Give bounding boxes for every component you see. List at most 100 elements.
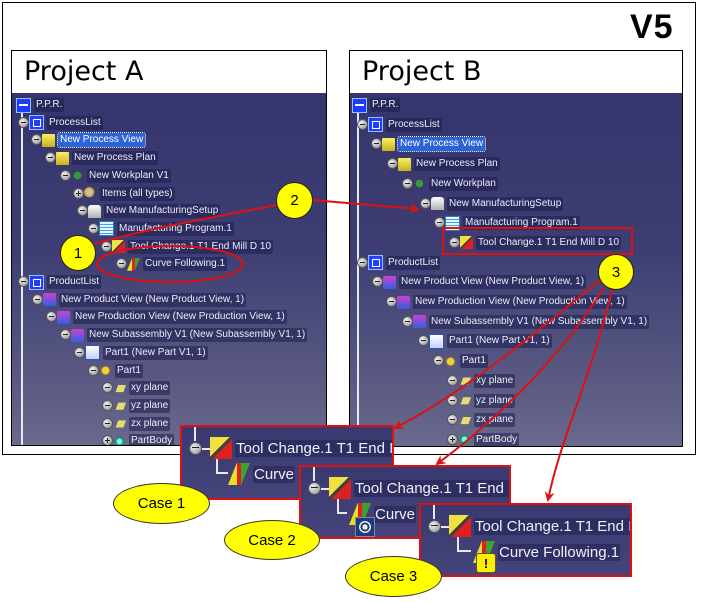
tree-node[interactable]: New Process Plan xyxy=(56,150,158,166)
expand-collapse-knob[interactable] xyxy=(19,117,28,127)
tree-node[interactable]: Curve Following.1 xyxy=(127,256,228,272)
tree-node-label[interactable]: Part1 (New Part V1, 1) xyxy=(447,334,552,349)
expand-collapse-knob[interactable] xyxy=(388,159,397,169)
expand-collapse-knob[interactable] xyxy=(103,383,112,393)
tree-node-label[interactable]: New Product View (New Product View, 1) xyxy=(399,275,587,290)
tree-node-label[interactable]: New Subassembly V1 (New Subassembly V1, … xyxy=(429,314,650,329)
tree-node-label[interactable]: Part1 (New Part V1, 1) xyxy=(103,345,208,360)
expand-collapse-knob[interactable] xyxy=(103,400,112,410)
tree-node[interactable]: Part1 (New Part V1, 1) xyxy=(429,333,552,349)
case-2-tool-change-row[interactable]: Tool Change.1 T1 End I xyxy=(329,477,509,499)
tree-node-label[interactable]: zx plane xyxy=(129,416,171,431)
tree-node-label[interactable]: Tool Change.1 T1 End Mill D 10 xyxy=(476,235,622,250)
tree-node[interactable]: ProductList xyxy=(29,274,102,290)
collapse-knob[interactable] xyxy=(429,521,440,532)
tree-node-label[interactable]: New ManufacturingSetup xyxy=(104,204,221,219)
case-3-operation-row[interactable]: Curve Following.1 xyxy=(473,541,621,563)
tree-node[interactable]: New Subassembly V1 (New Subassembly V1, … xyxy=(71,327,308,343)
tree-node[interactable]: New ManufacturingSetup xyxy=(88,203,221,219)
tree-node-label[interactable]: ProcessList xyxy=(386,117,442,132)
expand-collapse-knob[interactable] xyxy=(387,297,396,306)
expand-collapse-knob[interactable] xyxy=(61,170,70,180)
expand-collapse-knob[interactable] xyxy=(89,365,98,375)
tree-node[interactable]: New Production View (New Production View… xyxy=(57,309,287,325)
tree-node[interactable]: yz plane xyxy=(458,393,516,409)
expand-collapse-knob[interactable] xyxy=(435,218,444,228)
tree-node[interactable]: Items (all types) xyxy=(84,186,175,202)
tree-node[interactable]: zx plane xyxy=(113,416,171,432)
expand-collapse-knob[interactable] xyxy=(450,237,459,247)
expand-collapse-knob[interactable] xyxy=(358,257,367,267)
tree-node-label[interactable]: New Workplan xyxy=(429,176,498,191)
tree-node[interactable]: New Product View (New Product View, 1) xyxy=(43,292,247,308)
expand-collapse-knob[interactable] xyxy=(373,277,382,287)
tree-node[interactable]: New Workplan xyxy=(413,176,498,192)
expand-collapse-knob[interactable] xyxy=(19,277,28,286)
expand-collapse-knob[interactable] xyxy=(419,336,428,346)
case-1-tool-change[interactable]: Tool Change.1 T1 End I xyxy=(235,439,394,457)
tree-node[interactable]: New Workplan V1 xyxy=(71,168,171,184)
expand-collapse-knob[interactable] xyxy=(74,188,83,198)
tree-node-label[interactable]: Part1 xyxy=(460,354,488,369)
case-3-operation[interactable]: Curve Following.1 xyxy=(498,543,621,561)
tree-node-label[interactable]: Manufacturing Program.1 xyxy=(463,216,580,231)
tree-node-label[interactable]: zx plane xyxy=(474,413,516,428)
expand-collapse-knob[interactable] xyxy=(78,206,87,216)
expand-collapse-knob[interactable] xyxy=(403,178,412,188)
tree-node-label[interactable]: ProcessList xyxy=(47,115,103,130)
tree-node[interactable]: New Production View (New Production View… xyxy=(397,294,627,310)
tree-node[interactable]: ProcessList xyxy=(368,117,442,133)
tree-node-label[interactable]: ProductList xyxy=(47,275,102,289)
tree-node-label[interactable]: P.P.R. xyxy=(370,98,401,112)
tree-node[interactable]: Part1 xyxy=(444,353,488,369)
expand-collapse-knob[interactable] xyxy=(32,135,41,145)
tree-node[interactable]: zx plane xyxy=(458,412,516,428)
tree-node-label[interactable]: New Process View xyxy=(56,132,147,149)
tree-node-label[interactable]: Items (all types) xyxy=(100,186,175,201)
tree-node[interactable]: yz plane xyxy=(113,398,171,414)
tree-node-label[interactable]: P.P.R. xyxy=(34,98,65,112)
tree-node[interactable]: P.P.R. xyxy=(352,97,401,113)
tree-node[interactable]: Manufacturing Program.1 xyxy=(99,221,234,237)
expand-collapse-knob[interactable] xyxy=(448,415,457,425)
tree-node-label[interactable]: New Process Plan xyxy=(414,157,500,172)
expand-collapse-knob[interactable] xyxy=(103,418,112,428)
expand-collapse-knob[interactable] xyxy=(61,330,70,340)
tree-node-label[interactable]: New Product View (New Product View, 1) xyxy=(59,292,247,307)
tree-node[interactable]: xy plane xyxy=(458,373,516,389)
tree-node-label[interactable]: New Process Plan xyxy=(72,151,158,166)
tree-node[interactable]: PartBody xyxy=(458,432,520,446)
case-1-tool-change-row[interactable]: Tool Change.1 T1 End I xyxy=(210,437,394,459)
expand-collapse-knob[interactable] xyxy=(117,259,126,269)
tree-node-label[interactable]: New ManufacturingSetup xyxy=(447,196,564,211)
tree-node-label[interactable]: xy plane xyxy=(129,381,171,396)
expand-collapse-knob[interactable] xyxy=(89,223,98,233)
tree-node[interactable]: Tool Change.1 T1 End Mill D 10 xyxy=(112,239,274,255)
tree-node[interactable]: New Process Plan xyxy=(398,156,500,172)
tree-node[interactable]: Tool Change.1 T1 End Mill D 10 xyxy=(460,235,622,251)
case-1-operation[interactable]: Curve xyxy=(253,465,296,483)
tree-node-label[interactable]: yz plane xyxy=(129,398,171,413)
tree-node[interactable]: Part1 (New Part V1, 1) xyxy=(85,345,208,361)
tree-node-label[interactable]: Tool Change.1 T1 End Mill D 10 xyxy=(128,239,274,254)
tree-node-label[interactable]: New Workplan V1 xyxy=(87,168,171,183)
tree-node[interactable]: Part1 xyxy=(99,363,143,379)
tree-node-label[interactable]: New Production View (New Production View… xyxy=(73,310,287,325)
expand-collapse-knob[interactable] xyxy=(47,312,56,322)
tree-node-label[interactable]: PartBody xyxy=(129,434,175,445)
tree-node[interactable]: PartBody xyxy=(113,433,175,445)
tree-node[interactable]: xy plane xyxy=(113,380,171,396)
tree-node[interactable]: New Product View (New Product View, 1) xyxy=(383,274,587,290)
tree-node[interactable]: New Process View xyxy=(382,136,487,153)
tree-node[interactable]: ProductList xyxy=(368,255,441,271)
tree-node-label[interactable]: New Subassembly V1 (New Subassembly V1, … xyxy=(87,328,308,343)
tree-node[interactable]: New Process View xyxy=(42,132,147,149)
expand-collapse-knob[interactable] xyxy=(434,356,443,366)
tree-node-label[interactable]: New Production View (New Production View… xyxy=(413,295,627,309)
expand-collapse-knob[interactable] xyxy=(102,241,111,251)
tree-node[interactable]: P.P.R. xyxy=(16,97,65,113)
expand-collapse-knob[interactable] xyxy=(403,316,412,326)
tree-node-label[interactable]: Manufacturing Program.1 xyxy=(117,221,234,236)
tree-node-label[interactable]: Part1 xyxy=(115,363,143,378)
case-1-operation-row[interactable]: Curve xyxy=(228,463,296,485)
